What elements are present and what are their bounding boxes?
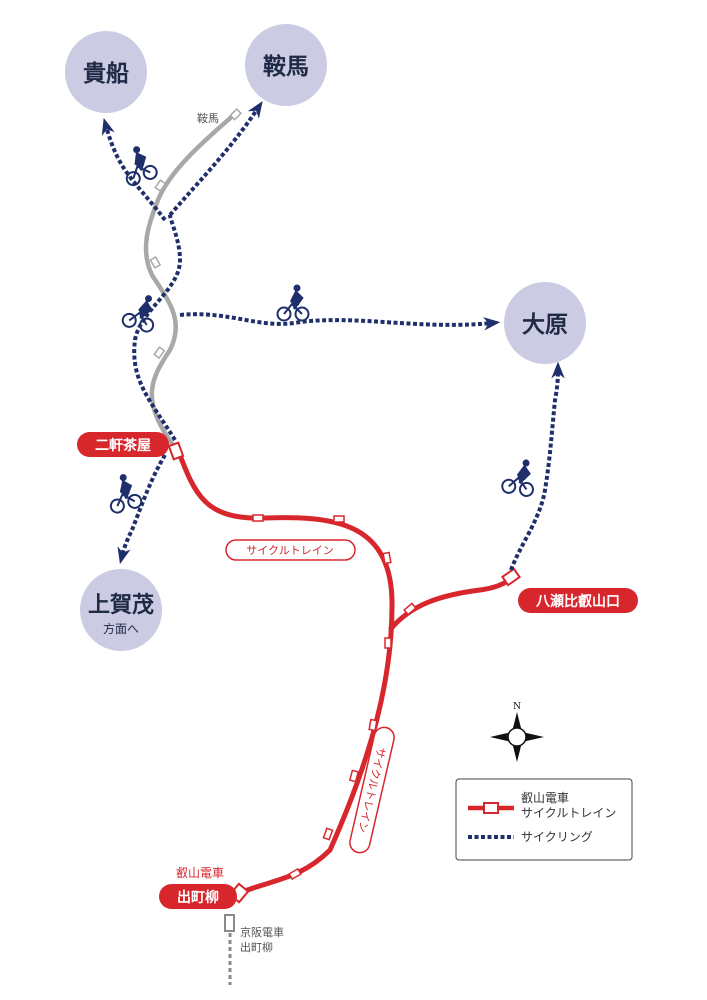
legend-cycling-label: サイクリング <box>521 830 593 844</box>
cyclist-icon-ohara-route <box>276 284 310 322</box>
station-keihan: 京阪電車 出町柳 <box>240 925 284 954</box>
destination-kibune-label: 貴船 <box>83 60 129 87</box>
keihan-line <box>224 914 235 985</box>
cycling-route-ohara-east <box>179 312 501 331</box>
cycling-route-kamigamo <box>117 453 167 565</box>
compass: N <box>490 702 544 762</box>
station-demachiyanagi: 叡山電車 出町柳 <box>159 865 237 909</box>
cyclist-icon-kibune <box>125 146 158 187</box>
compass-north-label: N <box>513 702 521 712</box>
destination-kibune: 貴船 <box>65 31 147 113</box>
destination-kamigamo-label: 上賀茂 <box>88 593 154 618</box>
destination-ohara: 大原 <box>504 282 586 364</box>
station-yasehieizanguchi: 八瀬比叡山口 <box>518 588 638 613</box>
station-keihan-line: 京阪電車 <box>240 925 284 939</box>
station-demachiyanagi-label: 出町柳 <box>177 889 219 906</box>
red-rail-line <box>167 441 521 904</box>
cycling-route-kurama <box>168 101 263 217</box>
cycle-train-text-horizontal: サイクルトレイン <box>246 544 333 557</box>
destination-kamigamo: 上賀茂 方面へ <box>80 569 162 651</box>
cyclist-icon-kamigamo <box>109 474 143 514</box>
cyclist-icon-ohara-north <box>501 459 534 497</box>
legend: 叡山電車 サイクルトレイン サイクリング <box>455 778 633 861</box>
cycle-train-label-horizontal: サイクルトレイン <box>225 539 356 561</box>
grey-rail-line <box>143 107 243 450</box>
cycling-route-ohara-north <box>509 361 565 571</box>
destination-ohara-label: 大原 <box>522 312 568 338</box>
station-demachiyanagi-line: 叡山電車 <box>176 865 224 880</box>
legend-train-line1: 叡山電車 <box>521 790 569 805</box>
destination-kurama: 鞍馬 <box>245 24 327 106</box>
cycling-route-kibune <box>101 117 167 222</box>
legend-train-symbol <box>468 802 514 814</box>
destination-kamigamo-sub: 方面へ <box>103 621 139 636</box>
station-yasehieizanguchi-label: 八瀬比叡山口 <box>535 593 620 610</box>
station-keihan-name: 出町柳 <box>240 940 273 954</box>
station-kurama-small: 鞍馬 <box>197 111 219 125</box>
station-ninokenchaya: 二軒茶屋 <box>77 432 169 457</box>
destination-kurama-label: 鞍馬 <box>263 53 309 80</box>
station-ninokenchaya-label: 二軒茶屋 <box>95 437 151 454</box>
cyclist-icon-main <box>121 295 155 333</box>
legend-train-line2: サイクルトレイン <box>521 806 616 820</box>
